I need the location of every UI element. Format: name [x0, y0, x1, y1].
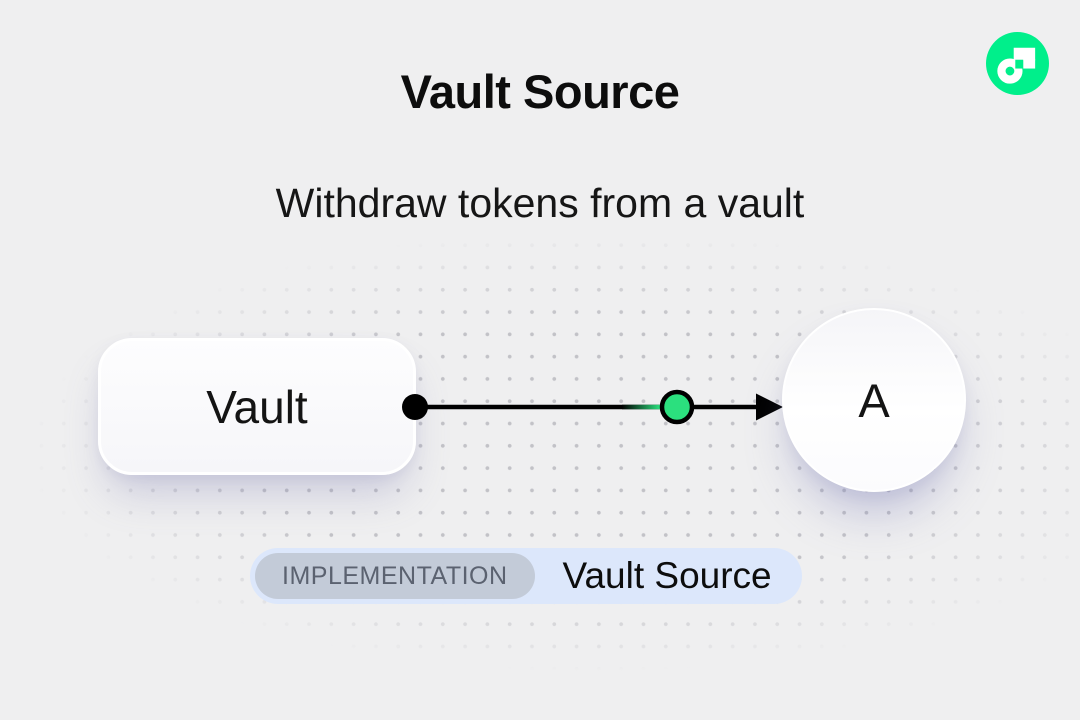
implementation-tag: IMPLEMENTATION	[255, 553, 535, 599]
logo-notch	[1015, 59, 1024, 69]
arrowhead-icon	[756, 393, 783, 421]
page-subtitle: Withdraw tokens from a vault	[275, 180, 805, 226]
implementation-badge: IMPLEMENTATION Vault Source	[250, 548, 802, 604]
arrow-start-dot	[402, 394, 428, 420]
flow-arrow	[402, 389, 783, 425]
badge-title: Vault Source	[562, 555, 772, 596]
page-title: Vault Source	[400, 65, 680, 118]
account-node: A	[782, 308, 966, 492]
logo-flag	[1013, 47, 1036, 61]
logo-loop	[997, 58, 1023, 84]
flow-logo-icon	[986, 32, 1049, 95]
logo-block	[1023, 59, 1036, 69]
vault-node: Vault	[98, 338, 416, 475]
token-marker-dot	[659, 389, 695, 425]
vault-node-label: Vault	[206, 380, 308, 433]
account-node-label: A	[858, 373, 890, 427]
